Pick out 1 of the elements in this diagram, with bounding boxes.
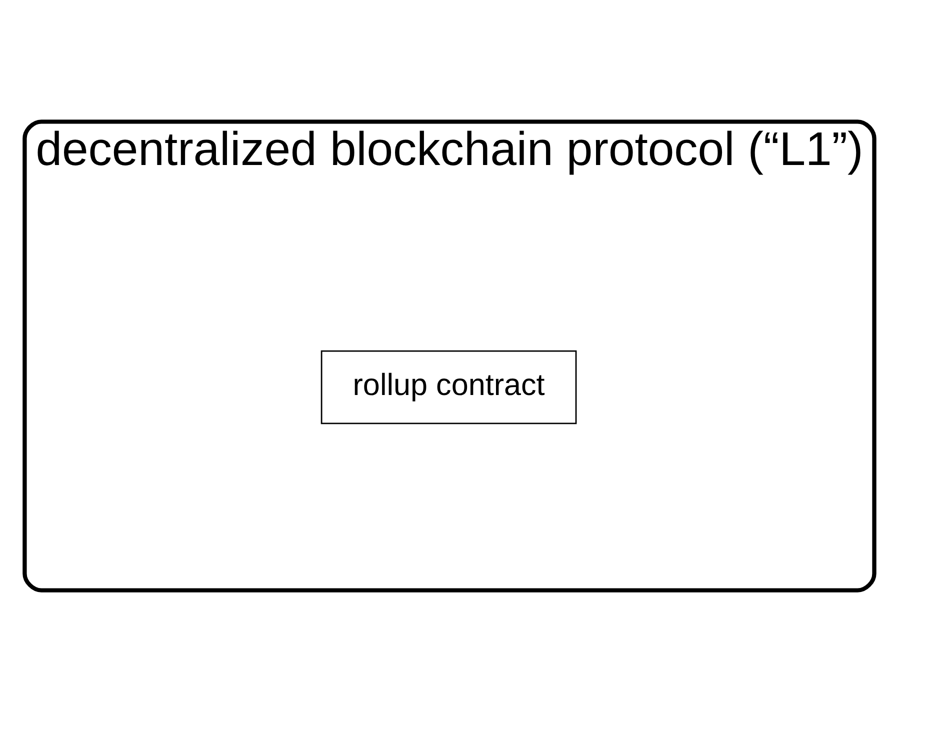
node-box: rollup contract — [320, 350, 577, 424]
